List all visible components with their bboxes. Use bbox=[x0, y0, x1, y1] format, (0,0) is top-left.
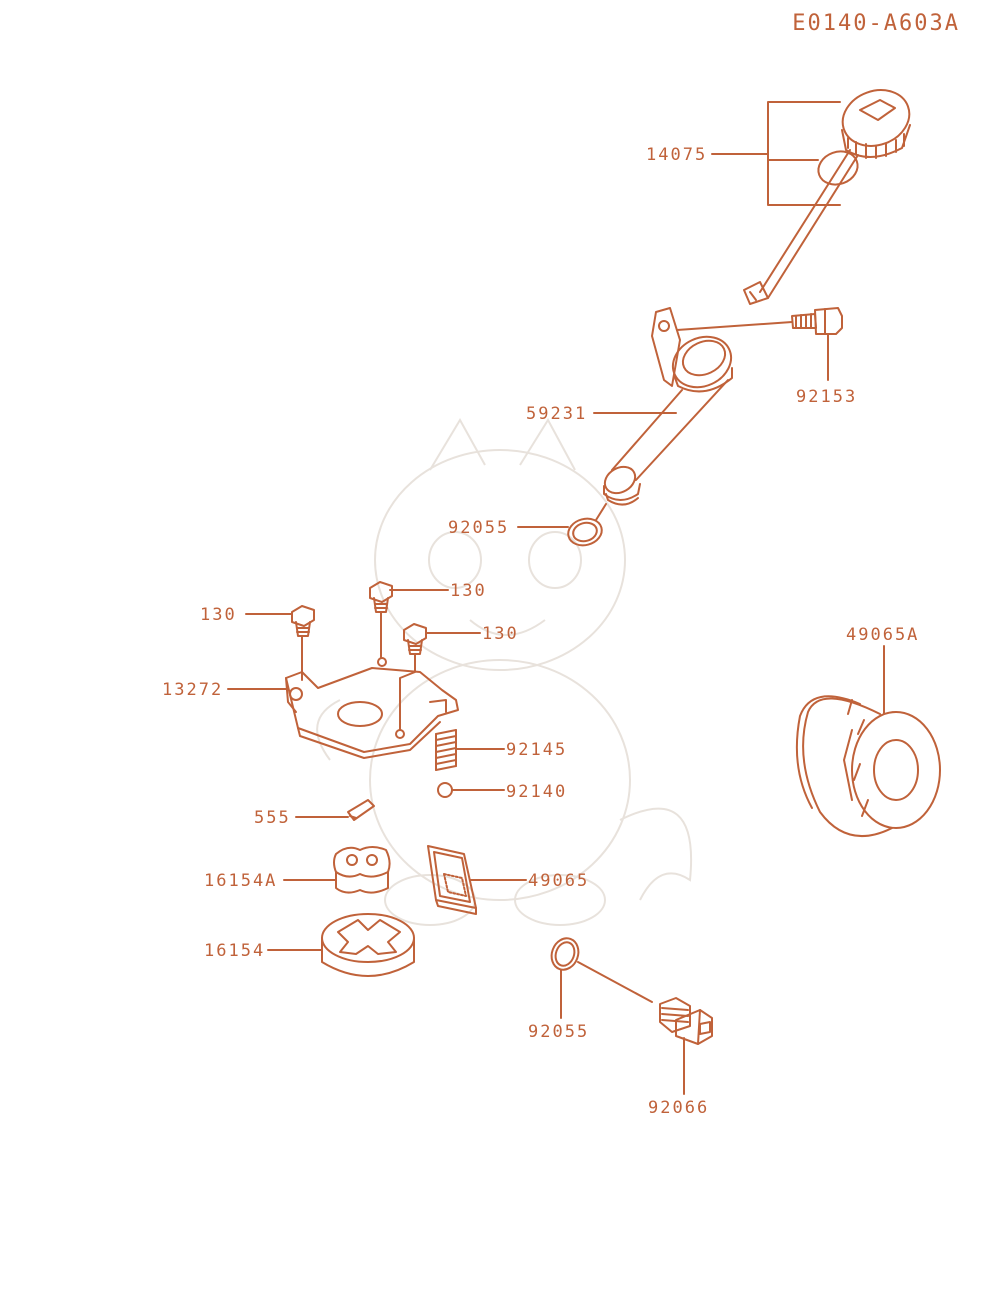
o-ring-icon bbox=[567, 517, 603, 547]
rotor-icon bbox=[321, 913, 415, 977]
label-pump-cover: 13272 bbox=[162, 680, 223, 700]
o-ring-icon bbox=[550, 937, 580, 971]
label-oil-filter: 49065A bbox=[846, 625, 919, 645]
label-outer-rotor: 16154 bbox=[204, 941, 265, 961]
steel-ball-icon bbox=[437, 782, 453, 798]
pin-icon bbox=[347, 799, 375, 821]
label-bolt-c: 130 bbox=[482, 624, 519, 644]
label-oring-lower: 92055 bbox=[528, 1022, 589, 1042]
filler-pipe-icon bbox=[603, 307, 733, 506]
rotor-icon bbox=[333, 846, 391, 894]
label-pin: 555 bbox=[254, 808, 291, 828]
label-oil-filter-screen: 49065 bbox=[528, 871, 589, 891]
label-oil-filler-pipe: 59231 bbox=[526, 404, 587, 424]
label-bolt-b: 130 bbox=[200, 605, 237, 625]
drain-plug-icon bbox=[659, 997, 713, 1045]
filter-screen-icon bbox=[427, 845, 477, 915]
watermark-mascot-icon bbox=[316, 418, 693, 926]
dipstick-icon bbox=[743, 89, 911, 305]
bolt-icon bbox=[403, 623, 427, 655]
bolt-icon bbox=[291, 605, 315, 637]
label-oring-upper: 92055 bbox=[448, 518, 509, 538]
pump-cover-icon bbox=[285, 657, 459, 759]
diagram-code: E0140-A603A bbox=[792, 11, 960, 36]
bolt-icon bbox=[369, 581, 393, 613]
label-drain-plug: 92066 bbox=[648, 1098, 709, 1118]
label-oil-gauge: 14075 bbox=[646, 145, 707, 165]
label-bolt-a: 130 bbox=[450, 581, 487, 601]
bolt-icon bbox=[791, 307, 843, 335]
label-bolt-flanged: 92153 bbox=[796, 387, 857, 407]
spring-icon bbox=[435, 729, 457, 771]
label-inner-rotor: 16154A bbox=[204, 871, 277, 891]
oil-filter-icon bbox=[795, 695, 941, 837]
label-spring: 92145 bbox=[506, 740, 567, 760]
label-steel-ball: 92140 bbox=[506, 782, 567, 802]
